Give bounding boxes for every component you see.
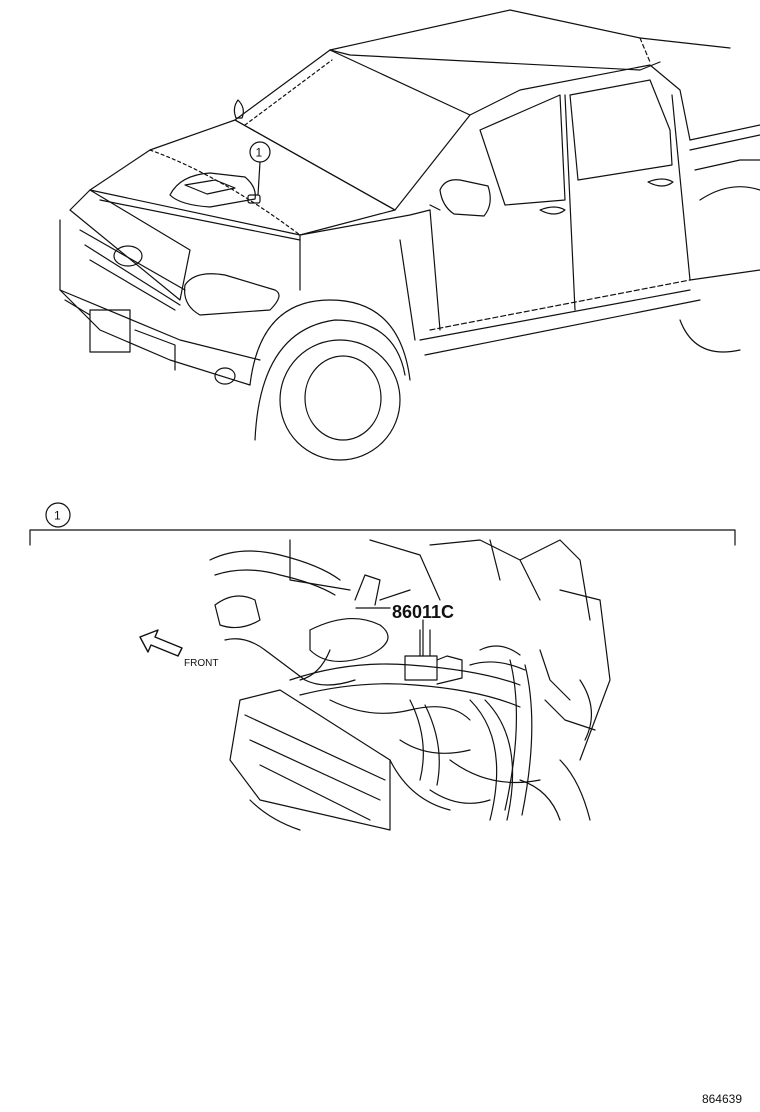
truck-illustration [59, 9, 760, 461]
top-callout [249, 141, 271, 196]
front-arrow-icon [139, 629, 183, 657]
engine-bay-illustration [209, 539, 611, 831]
section-bracket [29, 502, 736, 546]
top-callout-label: 1 [256, 146, 263, 160]
part-number-label: 86011C [392, 602, 454, 622]
section-callout-label: 1 [54, 509, 61, 523]
part-callout [355, 607, 424, 657]
diagram-id: 864639 [701, 1092, 742, 1106]
front-direction-label: FRONT [184, 658, 218, 669]
